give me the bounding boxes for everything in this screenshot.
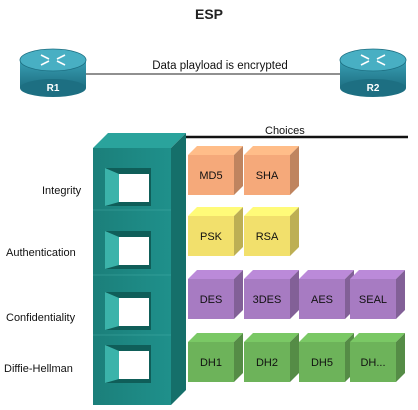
choice-cube-md5: MD5 [188, 146, 243, 195]
choice-label: SEAL [359, 294, 387, 306]
choice-cube-dh5: DH5 [299, 333, 354, 382]
choice-cube-des: DES [188, 270, 243, 319]
choice-label: DH1 [200, 357, 222, 369]
row-label-authentication: Authentication [6, 247, 76, 259]
choice-cube-rsa: RSA [244, 207, 299, 256]
row-label-confidentiality: Confidentiality [6, 312, 76, 324]
router-arrows-icon [360, 54, 386, 66]
pillar-window-integrity [105, 168, 151, 206]
choice-cube-dh2: DH2 [244, 333, 299, 382]
diagram-title: ESP [194, 6, 223, 22]
choice-label: DH... [360, 357, 385, 369]
row-label-diffie-hellman: Diffie-Hellman [4, 363, 73, 375]
pillar-window-authentication [105, 231, 151, 269]
pillar-window-confidentiality [105, 292, 151, 330]
router-r2-label: R2 [367, 83, 380, 94]
choice-cube-seal: SEAL [350, 270, 405, 319]
link-caption: Data playload is encrypted [152, 60, 288, 72]
choice-label: PSK [200, 231, 223, 243]
choice-label: SHA [256, 170, 279, 182]
choice-label: DH5 [311, 357, 333, 369]
choice-cube-sha: SHA [244, 146, 299, 195]
router-r2: R2 [339, 48, 407, 97]
esp-pillar [93, 133, 186, 405]
choice-cube-dh: DH... [350, 333, 405, 382]
choice-cubes: MD5 SHA PSK RSA DES 3DES AES SEAL DH1 DH2 DH5 DH... [188, 146, 405, 382]
router-arrows-icon [40, 54, 66, 66]
choice-label: RSA [256, 231, 279, 243]
choice-label: AES [311, 294, 333, 306]
router-r1: R1 [19, 48, 87, 97]
choice-label: DES [200, 294, 223, 306]
choice-label: 3DES [253, 294, 282, 306]
choice-cube-aes: AES [299, 270, 354, 319]
choice-label: DH2 [256, 357, 278, 369]
router-r1-label: R1 [47, 83, 60, 94]
choice-label: MD5 [199, 170, 222, 182]
row-label-integrity: Integrity [42, 185, 82, 197]
choice-cube-3des: 3DES [244, 270, 299, 319]
choices-label: Choices [265, 125, 305, 137]
pillar-window-diffie-hellman [105, 345, 151, 383]
choice-cube-psk: PSK [188, 207, 243, 256]
choice-cube-dh1: DH1 [188, 333, 243, 382]
